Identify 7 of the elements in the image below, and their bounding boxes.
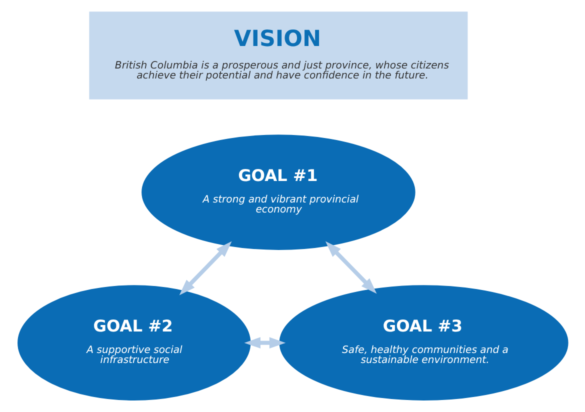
arrow — [324, 241, 376, 294]
node-ellipse: GOAL #2 A supportive social infrastructure — [17, 285, 250, 400]
arrow — [178, 241, 232, 296]
node-ellipse: GOAL #3 Safe, healthy communities and a sustainable environment. — [278, 285, 568, 400]
node-ellipse: GOAL #1 A strong and vibrant provincial economy — [141, 134, 415, 250]
arrow — [244, 337, 286, 348]
node-box: VISION British Columbia is a prosperous and just province, whose citizens achieve their potential and have confidence in the future. — [88, 12, 468, 100]
